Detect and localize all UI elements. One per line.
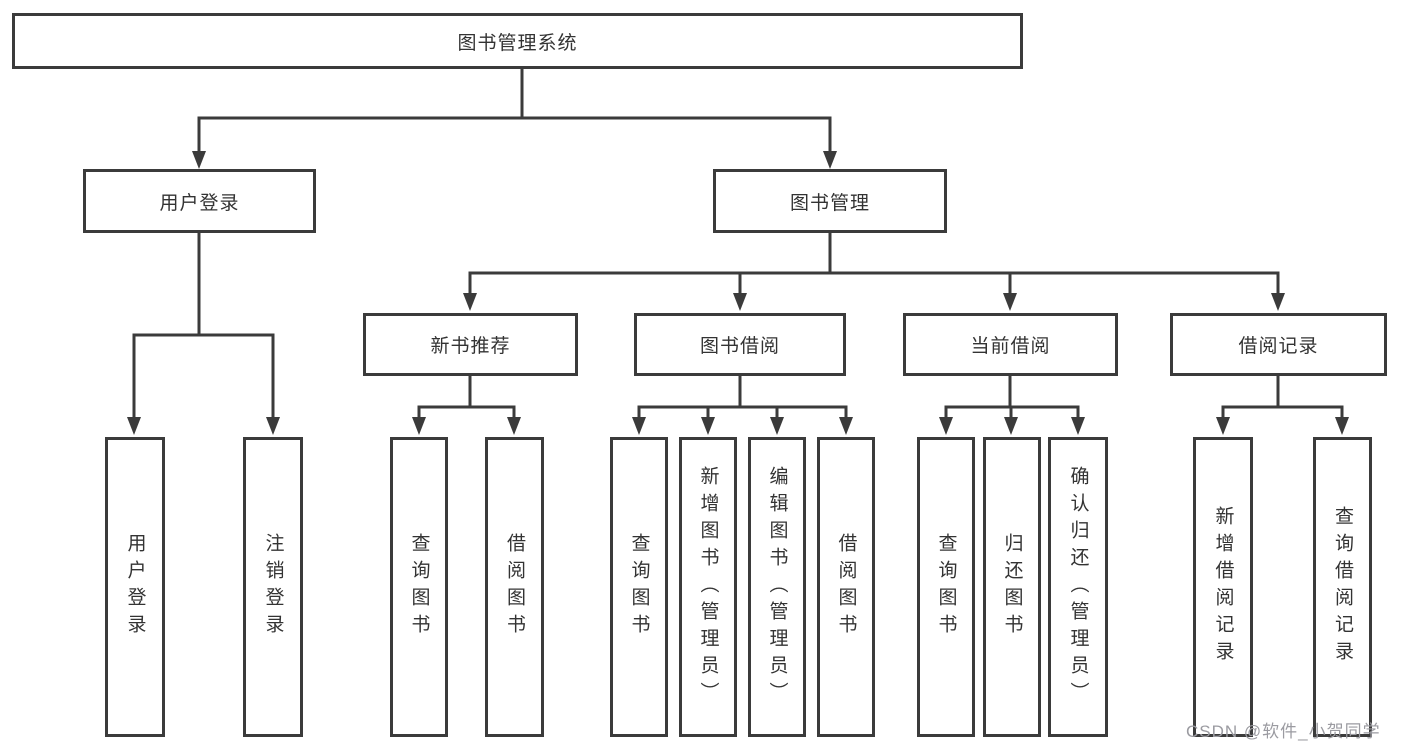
leaf-borrow-edit-books: 编辑图书（管理员） [748,437,806,737]
node-book-management: 图书管理 [713,169,947,233]
leaf-user-login: 用户登录 [105,437,165,737]
leaf-newbook-borrow-books: 借阅图书 [485,437,544,737]
leaf-newbook-query-books: 查询图书 [390,437,448,737]
leaf-current-confirm-return: 确认归还（管理员） [1048,437,1108,737]
leaf-current-query-books: 查询图书 [917,437,975,737]
leaf-current-return-books: 归还图书 [983,437,1041,737]
leaf-borrow-query-books: 查询图书 [610,437,668,737]
watermark-text: CSDN @软件_小贺同学 [1186,722,1381,741]
node-book-borrow: 图书借阅 [634,313,846,376]
leaf-borrow-borrow-books: 借阅图书 [817,437,875,737]
node-user-login: 用户登录 [83,169,316,233]
node-borrow-records: 借阅记录 [1170,313,1387,376]
node-library-system: 图书管理系统 [12,13,1023,69]
leaf-borrow-add-books: 新增图书（管理员） [679,437,737,737]
node-new-book-recommend: 新书推荐 [363,313,578,376]
leaf-records-query-record: 查询借阅记录 [1313,437,1372,737]
leaf-logout: 注销登录 [243,437,303,737]
node-current-borrow: 当前借阅 [903,313,1118,376]
leaf-records-add-record: 新增借阅记录 [1193,437,1253,737]
